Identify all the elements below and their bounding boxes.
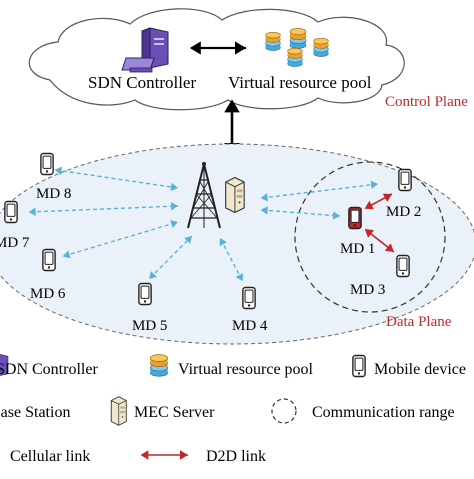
- md4-label: MD 4: [232, 318, 268, 334]
- mobile-device-icon-md2: [398, 168, 412, 192]
- legend-mec-server-icon: [110, 396, 127, 426]
- legend-communication-range-label: Communication range: [312, 404, 455, 421]
- sdn-controller-label: SDN Controller: [88, 73, 196, 92]
- cellular-links: [28, 166, 379, 282]
- mobile-device-icon-md7: [4, 200, 18, 224]
- legend-d2d-link-label: D2D link: [206, 448, 266, 465]
- mobile-device-icon-md1: [348, 206, 362, 230]
- legend: SDN Controller Virtual resource pool Mob…: [0, 354, 466, 465]
- mobile-device-icon-md4: [242, 286, 256, 310]
- legend-sdn-controller-label: SDN Controller: [0, 361, 98, 378]
- md7-label: MD 7: [0, 235, 30, 251]
- md6-label: MD 6: [30, 286, 66, 302]
- legend-sdn-controller-icon: [0, 354, 9, 376]
- mobile-device-icon-md5: [138, 282, 152, 306]
- legend-communication-range-icon: [271, 398, 297, 424]
- control-plane-label: Control Plane: [385, 94, 468, 110]
- md5-label: MD 5: [132, 318, 167, 334]
- mobile-device-icon-md8: [40, 152, 54, 176]
- mobile-device-icon-md6: [42, 248, 56, 272]
- md3-label: MD 3: [350, 282, 385, 298]
- communication-range-circle: [294, 161, 446, 313]
- data-plane-label: Data Plane: [386, 314, 452, 330]
- mobile-device-icon-md3: [396, 254, 410, 278]
- sdn-controller-icon: [121, 27, 169, 73]
- legend-mobile-device-label: Mobile device: [374, 361, 466, 378]
- legend-resource-pool-icon: [149, 354, 169, 377]
- control-plane-cloud: [28, 8, 405, 111]
- md1-label: MD 1: [340, 241, 375, 257]
- legend-mec-server-label: MEC Server: [134, 404, 215, 421]
- legend-resource-pool-label: Virtual resource pool: [178, 361, 314, 378]
- resource-pool-label: Virtual resource pool: [228, 73, 372, 92]
- md2-label: MD 2: [386, 204, 421, 220]
- legend-mobile-device-icon: [352, 354, 366, 378]
- legend-cellular-link-label: Cellular link: [10, 448, 90, 465]
- md8-label: MD 8: [36, 186, 71, 202]
- mec-server-icon: [225, 176, 245, 214]
- legend-base-station-label: Base Station: [0, 404, 70, 421]
- base-station-icon: [187, 162, 221, 229]
- d2d-links: [364, 193, 395, 253]
